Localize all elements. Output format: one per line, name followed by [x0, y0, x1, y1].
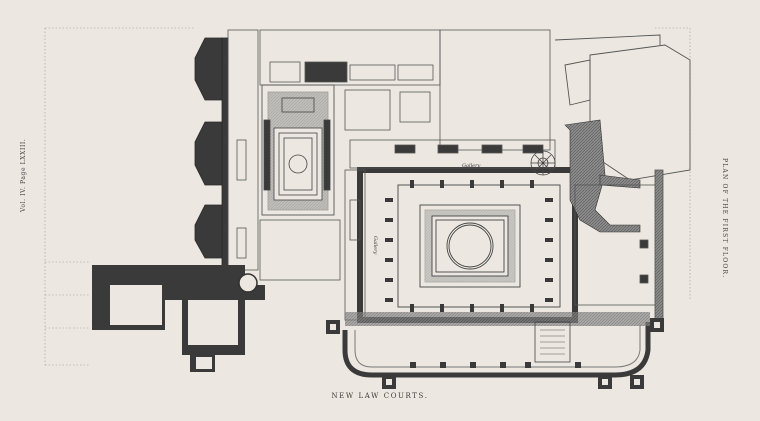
- north-gallery: [349, 139, 556, 169]
- plate-caption: NEW LAW COURTS.: [331, 392, 429, 400]
- site-boundary: [44, 27, 691, 366]
- south-arcade: [342, 312, 651, 378]
- spiral-stair: [530, 150, 556, 176]
- west-court: [261, 84, 335, 216]
- plan-title: PLAN OF THE FIRST FLOOR.: [721, 158, 728, 279]
- corner-towers: [326, 318, 664, 389]
- west-bastions: [194, 37, 229, 269]
- central-courtroom: [419, 204, 521, 288]
- gallery-label-west: Gallery: [372, 236, 378, 255]
- southwest-openings: [110, 285, 238, 369]
- west-corridor: [227, 29, 259, 271]
- court-piers: [385, 180, 553, 312]
- stair-drum-west: [238, 273, 258, 293]
- gallery-label-north: Gallery: [462, 163, 481, 169]
- corner-tower-windows: [330, 322, 660, 385]
- arcade-piers: [410, 362, 581, 368]
- volume-page-note: Vol. IV. Page LXXIII.: [20, 138, 27, 212]
